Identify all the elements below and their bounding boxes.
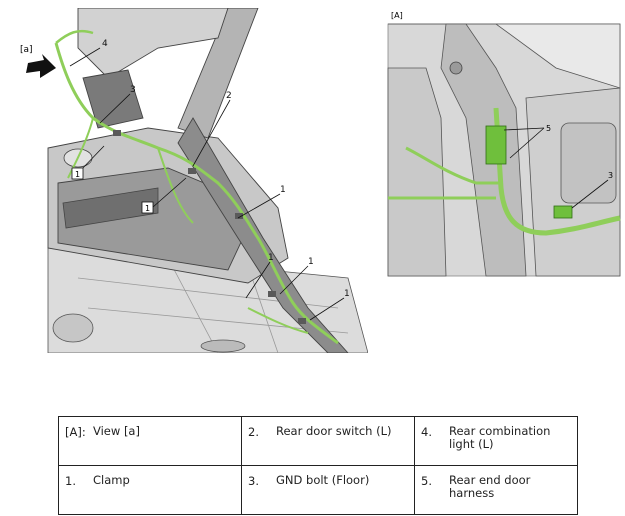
clamp-marker bbox=[298, 318, 306, 324]
legend-cell: 4. Rear combination light (L) bbox=[414, 416, 578, 466]
legend-cell: 1. Clamp bbox=[58, 465, 242, 515]
legend-key: 4. bbox=[421, 425, 432, 439]
wire-harness bbox=[54, 42, 339, 345]
roof-rail bbox=[77, 8, 229, 79]
legend-key: 3. bbox=[248, 474, 259, 488]
main-illustration: [a] 4 3 2 1 1 1 1 1 1 bbox=[20, 8, 368, 353]
d-pillar bbox=[177, 117, 349, 353]
legend-key: [A]: bbox=[65, 425, 86, 439]
legend-cell: 3. GND bolt (Floor) bbox=[241, 465, 415, 515]
clamp-marker bbox=[188, 168, 196, 174]
leader-line bbox=[192, 99, 231, 167]
legend-cell: [A]: View [a] bbox=[58, 416, 242, 466]
legend-table: [A]: View [a] 2. Rear door switch (L) 4. Re… bbox=[58, 416, 578, 515]
legend-text: Rear door switch (L) bbox=[276, 424, 392, 438]
leader-line bbox=[79, 145, 105, 172]
callout-number: 3 bbox=[608, 171, 613, 180]
callout-number: 3 bbox=[130, 85, 136, 95]
legend-key: 5. bbox=[421, 474, 432, 488]
floor-ribs bbox=[77, 257, 349, 353]
callout-number: 1 bbox=[308, 257, 314, 267]
inner-bracket bbox=[82, 69, 144, 129]
leader-line bbox=[279, 265, 309, 295]
callout-number: 4 bbox=[102, 39, 108, 49]
boxed-label-frame bbox=[141, 201, 154, 214]
wire-harness-top bbox=[55, 29, 94, 44]
gnd-connector bbox=[553, 205, 573, 219]
legend-cell: 5. Rear end door harness bbox=[414, 465, 578, 515]
legend-text: Clamp bbox=[93, 473, 130, 487]
harness-connector bbox=[485, 125, 507, 165]
floor-hole bbox=[200, 339, 246, 353]
legend-key: 1. bbox=[65, 474, 76, 488]
callout-number: 5 bbox=[546, 124, 551, 133]
legend-text: Rear end door harness bbox=[449, 473, 531, 500]
floor-hole bbox=[52, 313, 94, 343]
callout-number: 1 bbox=[344, 289, 350, 299]
leader-line bbox=[503, 127, 545, 131]
legend-key: 2. bbox=[248, 425, 259, 439]
legend-row: [A]: View [a] 2. Rear door switch (L) 4. Re… bbox=[58, 416, 578, 466]
view-arrow-icon bbox=[26, 54, 56, 78]
leader-line bbox=[99, 93, 131, 124]
detail-panel-cutout bbox=[560, 122, 617, 204]
clamp-marker bbox=[268, 291, 276, 297]
detail-wire-harness-branch bbox=[388, 146, 501, 200]
leader-line bbox=[309, 297, 345, 321]
legend-text: Rear combination light (L) bbox=[449, 424, 551, 451]
callout-number: 1 bbox=[280, 185, 286, 195]
callout-number: 2 bbox=[226, 91, 232, 101]
leader-line bbox=[509, 127, 545, 159]
leader-line bbox=[152, 177, 187, 208]
view-marker-label: [a] bbox=[20, 45, 33, 55]
leader-line bbox=[571, 179, 609, 209]
detail-upper-panel bbox=[388, 23, 621, 89]
boxed-label: 1 bbox=[75, 170, 80, 179]
clamp-marker bbox=[235, 213, 243, 219]
leader-line bbox=[237, 193, 281, 219]
legend-row: 1. Clamp 3. GND bolt (Floor) 5. Rear end do… bbox=[58, 465, 578, 515]
detail-wire-harness bbox=[493, 107, 621, 236]
leader-line bbox=[69, 47, 101, 67]
legend-text: GND bolt (Floor) bbox=[276, 473, 370, 487]
wire-harness-branch bbox=[67, 117, 309, 334]
clamp-marker bbox=[113, 130, 121, 136]
boxed-label: 1 bbox=[145, 204, 150, 213]
legend-text: View [a] bbox=[93, 424, 140, 438]
wheel-house-recess bbox=[62, 187, 159, 229]
detail-view-title: [A] bbox=[391, 11, 403, 20]
detail-bolt-hole bbox=[449, 61, 463, 75]
detail-view-illustration: [A] 5 3 bbox=[387, 11, 621, 277]
leader-line bbox=[245, 261, 271, 299]
boxed-label-frame bbox=[71, 167, 84, 180]
callout-number: 1 bbox=[268, 253, 274, 263]
legend-cell: 2. Rear door switch (L) bbox=[241, 416, 415, 466]
